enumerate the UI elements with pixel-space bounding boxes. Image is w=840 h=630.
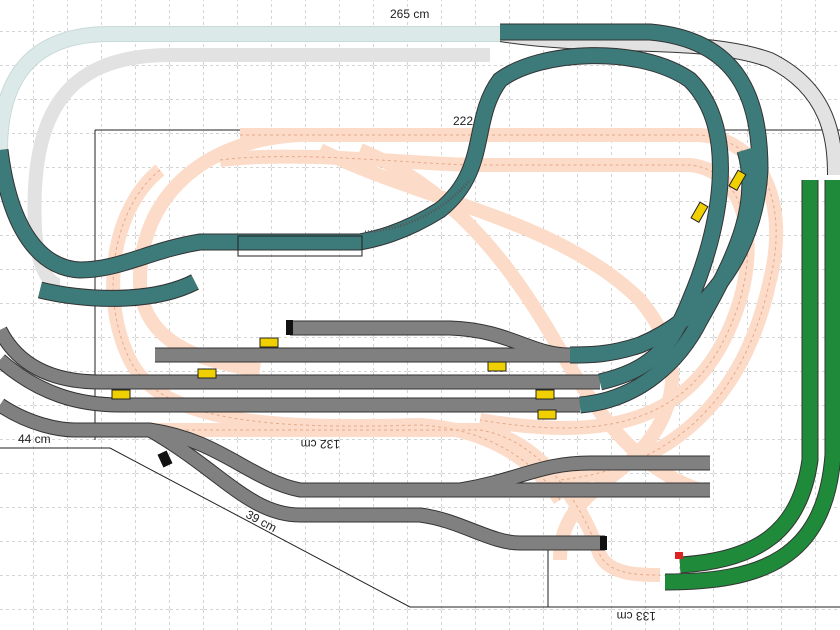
- light-gray-track: [27, 26, 840, 292]
- loco: [259, 337, 279, 348]
- bridge: [237, 235, 363, 257]
- buffer-stop: [157, 450, 173, 468]
- buffer-stop: [600, 536, 607, 550]
- dimension-bottom: 133 cm: [617, 609, 656, 623]
- green-line: [664, 180, 840, 591]
- loco: [111, 389, 131, 400]
- gray-yard-tracks: [0, 320, 710, 551]
- loco: [487, 361, 507, 372]
- viaduct: [364, 179, 472, 234]
- locomotives: [111, 169, 747, 420]
- buffer-stop: [286, 320, 293, 335]
- teal-main-line: [0, 23, 769, 414]
- dimension-top: 265 cm: [390, 7, 429, 21]
- loco: [535, 389, 555, 400]
- loco: [690, 201, 709, 223]
- dimension-middle: 132 cm: [301, 437, 340, 451]
- pale-teal-track: [0, 26, 500, 151]
- dimension-left: 44 cm: [18, 432, 51, 446]
- dimension-inner: 222: [453, 114, 473, 128]
- loco: [537, 409, 557, 420]
- signal: [675, 552, 683, 559]
- loco: [728, 169, 747, 191]
- loco: [197, 368, 217, 379]
